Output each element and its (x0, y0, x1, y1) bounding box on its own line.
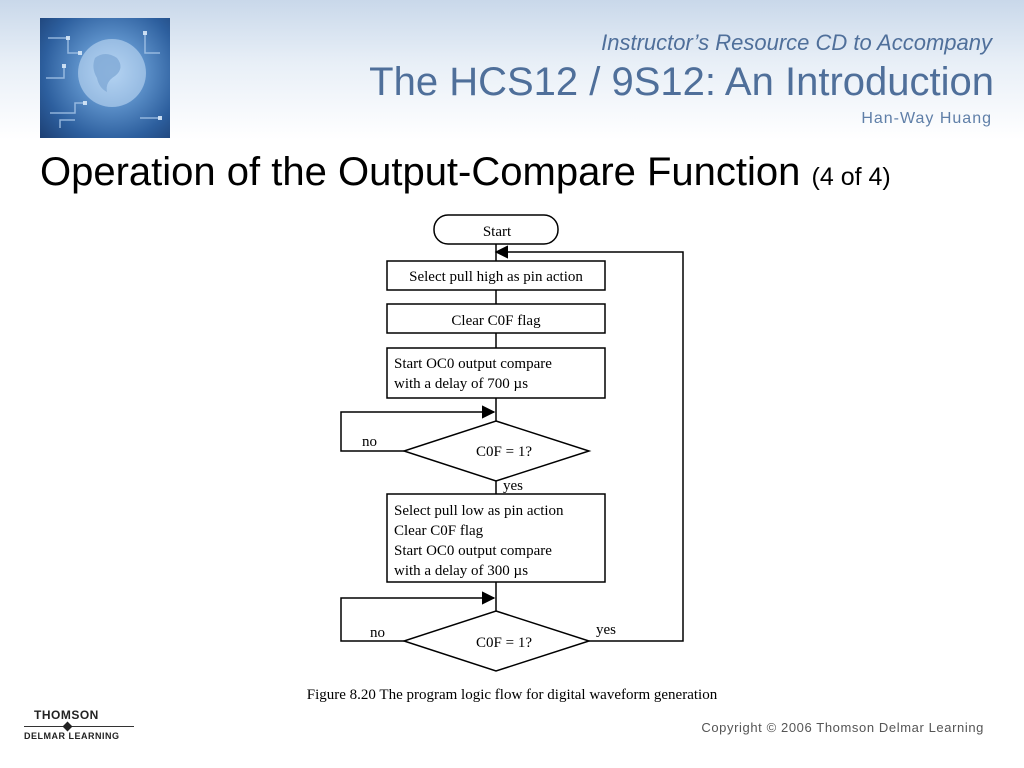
decision2-no-loop (340, 591, 496, 642)
copyright-notice: Copyright © 2006 Thomson Delmar Learning (701, 720, 984, 735)
start-terminal-label: Start (483, 224, 512, 240)
decision1-yes-label: yes (503, 478, 523, 494)
publisher-logo-rule (24, 726, 134, 727)
decision2-yes-label: yes (596, 622, 616, 638)
loop-back-line (494, 245, 684, 642)
decision1-no-loop (340, 405, 496, 452)
resource-cd-subtitle: Instructor’s Resource CD to Accompany (601, 30, 992, 55)
step4-label-line4: with a delay of 300 µs (394, 563, 528, 579)
step4-label-line3: Start OC0 output compare (394, 543, 552, 559)
decision2-no-label: no (370, 625, 385, 641)
step3-label-line1: Start OC0 output compare (394, 356, 552, 372)
slide-title-suffix: (4 of 4) (811, 163, 891, 191)
publisher-name-line2: DELMAR LEARNING (24, 731, 120, 741)
step4-box (386, 493, 606, 583)
step1-box (386, 260, 606, 291)
book-author: Han-Way Huang (861, 110, 992, 127)
slide-title: Operation of the Output-Compare Function… (40, 150, 891, 195)
book-title: The HCS12 / 9S12: An Introduction (369, 60, 994, 104)
step1-label: Select pull high as pin action (409, 269, 583, 285)
step2-label: Clear C0F flag (451, 313, 541, 329)
decision1-label: C0F = 1? (476, 444, 532, 460)
publisher-name-line1: THOMSON (34, 708, 99, 722)
figure-caption: Figure 8.20 The program logic flow for d… (307, 687, 718, 703)
decision2-label: C0F = 1? (476, 635, 532, 651)
circuit-globe-icon (46, 31, 162, 128)
header-band (0, 0, 1024, 140)
book-logo-image (40, 18, 170, 138)
decision2-diamond (401, 610, 592, 672)
step4-label-line2: Clear C0F flag (394, 523, 484, 539)
slide-title-main: Operation of the Output-Compare Function (40, 150, 801, 194)
step3-label-line2: with a delay of 700 µs (394, 376, 528, 392)
step4-label-line1: Select pull low as pin action (394, 503, 564, 519)
decision1-no-label: no (362, 434, 377, 450)
